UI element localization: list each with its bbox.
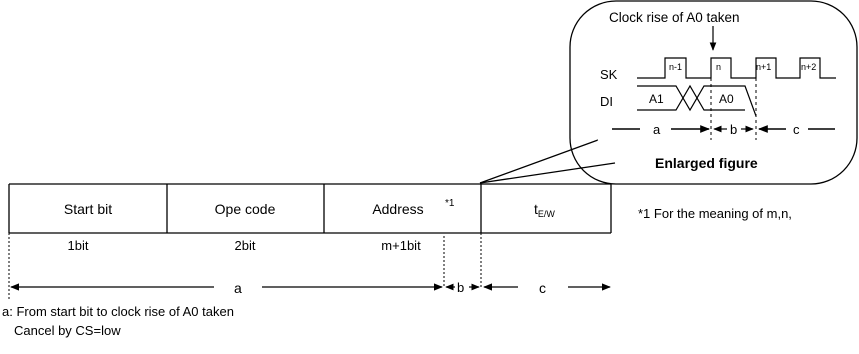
interval-c-label: c <box>539 280 546 296</box>
enlarged-figure-callout: Clock rise of A0 taken SK DI n-1 n n+1 n… <box>480 1 857 184</box>
clock-label-n+2: n+2 <box>801 62 816 72</box>
clock-label-n-1: n-1 <box>669 62 682 72</box>
footnote-m-n: *1 For the meaning of m,n, <box>638 206 792 221</box>
tew-subscript: E/W <box>538 209 556 219</box>
cell-start-bit: Start bit <box>64 201 112 217</box>
callout-interval-c-label: c <box>793 122 800 137</box>
data-label-a1: A1 <box>649 92 664 106</box>
clock-label-n+1: n+1 <box>756 62 771 72</box>
enlarged-figure-title: Enlarged figure <box>655 155 758 171</box>
callout-interval-b-label: b <box>730 122 737 137</box>
bitcount-address: m+1bit <box>381 238 421 253</box>
interval-b-label: b <box>457 280 464 295</box>
callout-interval-a-label: a <box>653 122 661 137</box>
cell-tew: tE/W <box>534 201 555 219</box>
callout-caption: Clock rise of A0 taken <box>609 10 740 25</box>
bitcount-start: 1bit <box>68 238 89 253</box>
sk-label: SK <box>600 67 618 82</box>
note-a-definition: a: From start bit to clock rise of A0 ta… <box>2 304 234 319</box>
note-cancel: Cancel by CS=low <box>14 323 121 338</box>
clock-label-n: n <box>716 62 721 72</box>
interval-a-label: a <box>234 280 242 296</box>
bitcount-opecode: 2bit <box>235 238 256 253</box>
data-label-a0: A0 <box>719 92 734 106</box>
di-label: DI <box>600 94 613 109</box>
address-footnote-mark: *1 <box>445 198 455 209</box>
cell-ope-code: Ope code <box>215 201 276 217</box>
cell-address: Address <box>372 201 423 217</box>
frame-boxes: Start bit Ope code Address *1 tE/W <box>9 184 611 233</box>
